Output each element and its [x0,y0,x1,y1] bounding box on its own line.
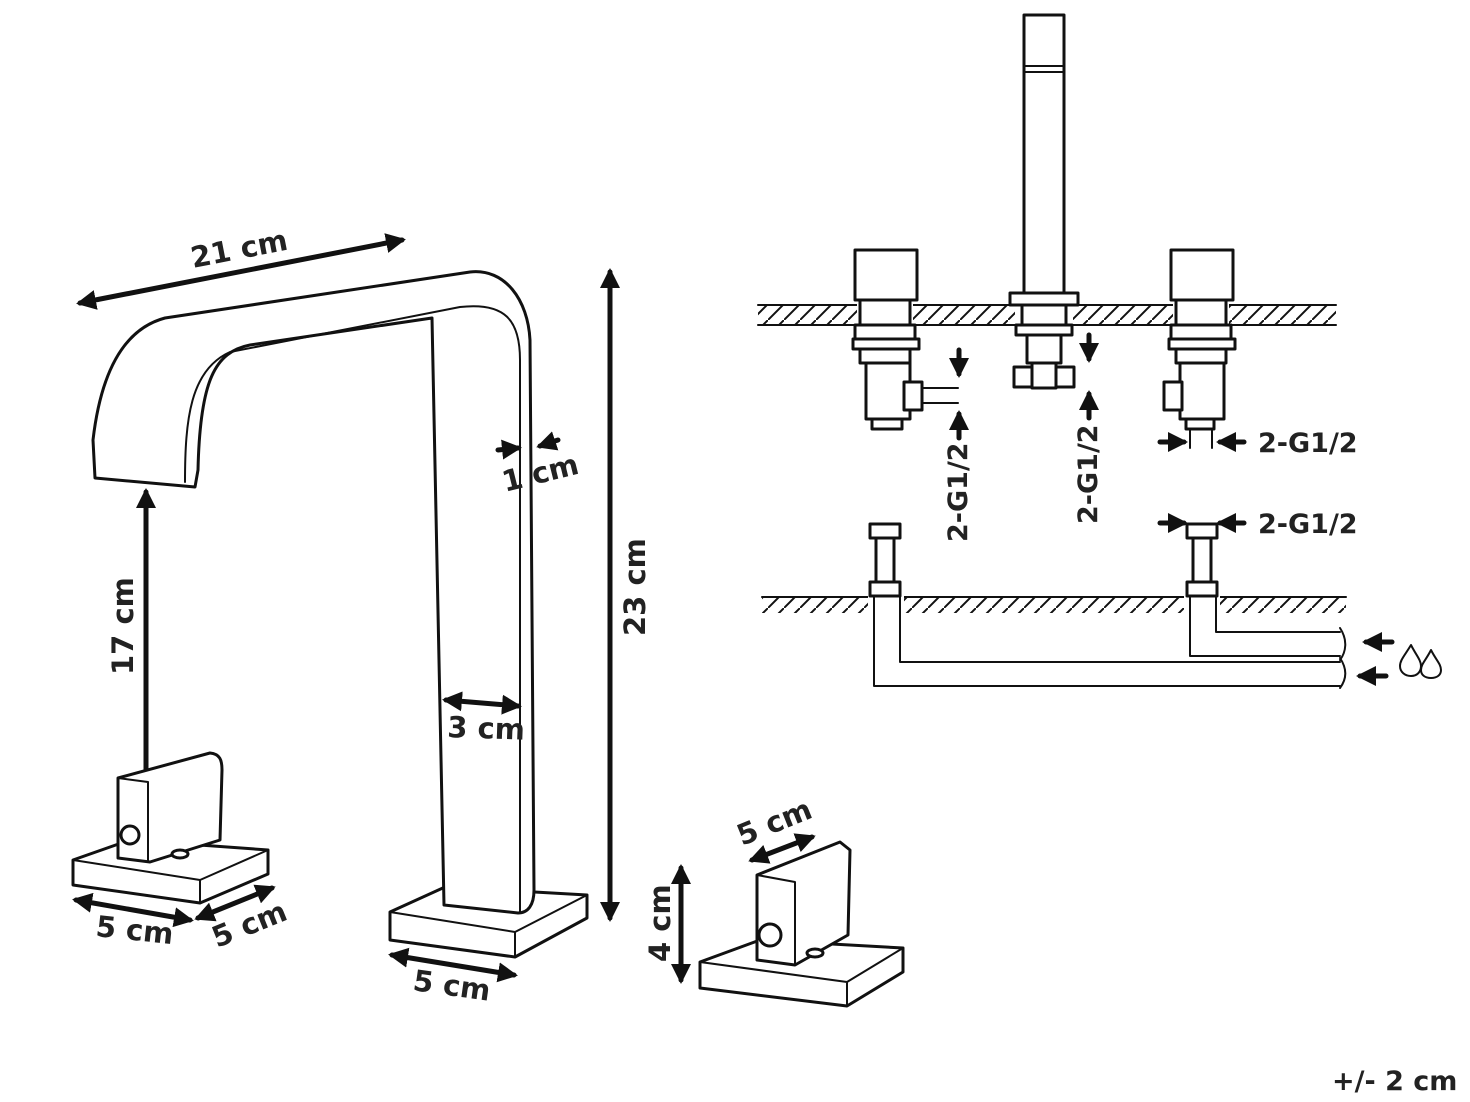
left-valve-cap [853,248,919,302]
handle-left-drawing [71,751,270,905]
handle-left-knob-hole [119,824,141,846]
label-handle-base-width: 5 cm [94,909,175,951]
water-drops-icon [1399,644,1442,679]
dim-line-handle-top-width [748,833,816,864]
label-spout-height: 23 cm [618,538,652,636]
installation-diagram: 2-G1/2 2-G1/2 2-G1/2 2-G1/2 [757,13,1442,689]
label-outlet-height: 17 cm [106,577,140,675]
label-connection-right-lower: 2-G1/2 [1258,509,1358,540]
dim-line-spout-length [76,233,406,310]
right-supply-nut [1185,522,1219,540]
label-connection-center: 2-G1/2 [1073,424,1104,524]
label-connection-left: 2-G1/2 [943,442,974,542]
tolerance-note: +/- 2 cm [1332,1066,1457,1097]
label-handle-top-width: 5 cm [732,792,817,853]
dim-line-handle-base-width [72,892,194,928]
spout-body [91,270,536,915]
spout-inner-edge [184,305,521,913]
pipe-hot [1189,596,1341,657]
dim-line-spout-base-width [388,947,518,983]
center-spout-column [1022,13,1066,295]
handle-right-knob-hole [757,922,783,948]
handle-right-drawing [698,840,905,1008]
pipe-cold [873,596,1341,687]
dim-line-handle-base-depth [194,884,276,922]
handle-left-lever [116,751,224,864]
dim-line-spout-width [442,691,522,715]
right-valve-body [1178,361,1226,421]
left-supply-nut [868,522,902,540]
dim-arrow-thickness-right [536,431,561,451]
label-connection-right-upper: 2-G1/2 [1258,428,1358,459]
right-valve-cap [1169,248,1235,302]
label-handle-height: 4 cm [643,884,677,962]
label-spout-width: 3 cm [447,710,526,747]
wall-hatching [762,597,1346,613]
spout-drawing [91,270,589,959]
center-valve-body [1030,361,1058,390]
label-handle-base-depth: 5 cm [207,894,292,955]
dim-arrow-thickness-left [495,439,522,460]
